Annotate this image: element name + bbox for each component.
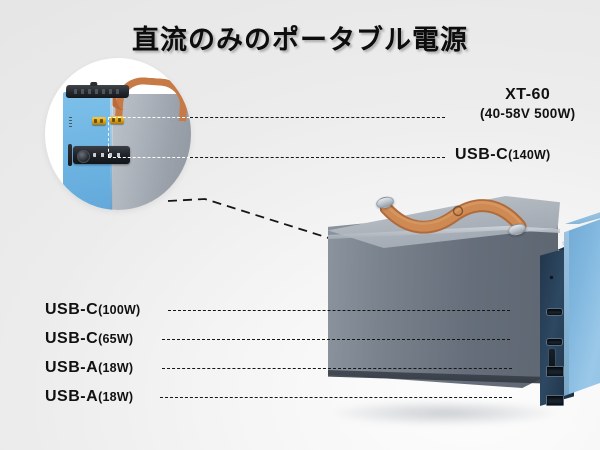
leader-xt60-vertical (108, 117, 109, 157)
device-ground-shadow (330, 400, 560, 426)
xt-60-pin (94, 119, 97, 123)
page-title: 直流のみのポータブル電源 (132, 25, 468, 55)
callout-xt-60-label: XT-60 (505, 86, 551, 103)
usb-c-port-100w (546, 308, 563, 316)
leader-usbc140-inset-white (108, 157, 190, 158)
inset-side-tab (68, 144, 72, 166)
callout-usb-c-100w-label: USB-C (45, 301, 99, 318)
callout-usb-c-140w-label: USB-C (455, 146, 509, 163)
portable-power-station (318, 188, 600, 423)
callout-usb-c-65w-spec: (65W) (98, 332, 134, 346)
leader-usb-a-18w-2 (160, 397, 512, 398)
xt-60-pin (100, 119, 103, 123)
indicator-dot-icon (550, 276, 553, 279)
callout-usb-a-18w-2-label: USB-A (45, 388, 99, 405)
leather-carry-handle[interactable] (380, 192, 527, 234)
inset-cap-nub (90, 82, 98, 86)
xt-60-pin (118, 118, 121, 122)
leader-usb-c-100w (168, 310, 510, 311)
inset-control-panel (73, 146, 130, 164)
leader-usb-c-65w (162, 339, 510, 340)
port-strip (544, 254, 570, 406)
inset-cap-texture (73, 89, 121, 94)
callout-usb-c-65w: USB-C(65W) (45, 330, 133, 348)
callout-xt-60-spec: (40-58V 500W) (480, 106, 576, 121)
leader-xt60-inset-white (108, 117, 190, 118)
callout-usb-c-140w-spec: (140W) (508, 148, 551, 162)
inset-to-device-connector (167, 198, 336, 241)
usb-c-port-65w (546, 338, 563, 346)
callout-usb-a-18w-1-spec: (18W) (98, 361, 134, 375)
inset-scene (45, 58, 191, 210)
xt-60-connector-icon-b (110, 116, 124, 124)
callout-usb-c-100w-spec: (100W) (98, 303, 141, 317)
battery-level-leds (93, 153, 125, 157)
xt-60-connector-icon-a (92, 117, 106, 125)
leader-xt60 (190, 117, 445, 118)
callout-usb-c-140w: USB-C(140W) (455, 146, 550, 164)
usb-a-port-18w-2 (546, 395, 564, 406)
inset-top-black-cap (65, 82, 130, 98)
xt-60-pin (112, 118, 115, 122)
magnified-inset-circle (45, 58, 191, 210)
callout-usb-a-18w-1: USB-A(18W) (45, 359, 133, 377)
callout-xt-60: XT-60 (40-58V 500W) (480, 86, 575, 123)
blue-end-panel (564, 210, 600, 396)
leader-usb-a-18w-1 (162, 368, 512, 369)
callout-usb-a-18w-2-spec: (18W) (98, 390, 134, 404)
callout-usb-c-65w-label: USB-C (45, 330, 99, 347)
power-button-icon (77, 149, 90, 163)
inset-printed-marking (69, 117, 72, 129)
callout-usb-a-18w-2: USB-A(18W) (45, 388, 133, 406)
callout-usb-c-100w: USB-C(100W) (45, 301, 140, 319)
leader-usbc140 (190, 157, 445, 158)
usb-a-port-18w-1 (546, 366, 564, 377)
blue-panel-top-edge (565, 208, 600, 224)
callout-usb-a-18w-1-label: USB-A (45, 359, 99, 376)
